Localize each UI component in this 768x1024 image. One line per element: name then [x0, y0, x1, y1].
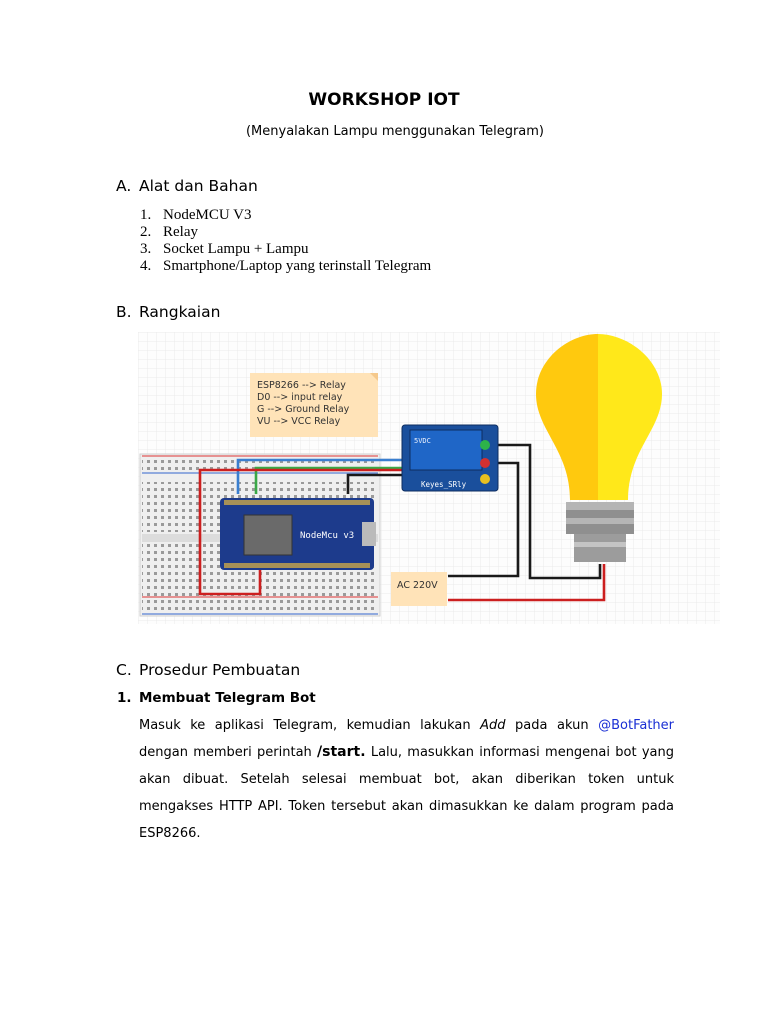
step-description: Masuk ke aplikasi Telegram, kemudian lak… — [139, 718, 674, 841]
black-wire — [346, 473, 406, 494]
note-line: ESP8266 --> Relay — [257, 380, 346, 391]
nodemcu-board: NodeMcu v3 — [220, 498, 376, 570]
section-c-heading: C. Prosedur Pembuatan — [116, 661, 300, 679]
list-item: 2.Relay — [140, 224, 198, 240]
green-wire — [254, 466, 406, 494]
step-title: Membuat Telegram Bot — [139, 690, 316, 706]
list-item: 1.NodeMCU V3 — [140, 207, 252, 223]
ac-source-note: AC 220V — [391, 572, 447, 606]
connection-note: ESP8266 --> Relay D0 --> input relay G -… — [250, 373, 378, 437]
section-letter: C. — [116, 661, 132, 679]
note-line: G --> Ground Relay — [257, 404, 350, 415]
circuit-diagram: NodeMcu v3 5VDC Keyes_SRly ESP8266 --> R… — [138, 332, 720, 624]
section-title: Rangkaian — [139, 303, 221, 321]
light-bulb — [536, 334, 662, 562]
step-heading: 1. Membuat Telegram Bot — [117, 690, 316, 706]
list-item: 4.Smartphone/Laptop yang terinstall Tele… — [140, 258, 432, 274]
relay-module: 5VDC Keyes_SRly — [401, 424, 499, 492]
add-emphasis: Add — [480, 718, 506, 733]
section-title: Prosedur Pembuatan — [139, 661, 301, 679]
relay-lamp-black — [488, 443, 602, 580]
note-line: VU --> VCC Relay — [257, 416, 341, 427]
page-title: WORKSHOP IOT — [308, 90, 460, 110]
nodemcu-label: NodeMcu v3 — [300, 531, 354, 541]
relay-top-text: 5VDC — [414, 437, 431, 445]
relay-ac-black — [448, 461, 520, 578]
red-wire-vcc — [198, 468, 406, 572]
step-number: 1. — [117, 690, 132, 706]
list-item: 3.Socket Lampu + Lampu — [140, 241, 309, 257]
red-wire-board — [198, 568, 262, 596]
ac-label: AC 220V — [397, 580, 438, 591]
section-letter: B. — [116, 303, 132, 321]
page-subtitle: (Menyalakan Lampu menggunakan Telegram) — [245, 124, 545, 139]
ac-lamp-red — [448, 564, 606, 602]
note-line: D0 --> input relay — [257, 392, 343, 403]
section-a-heading: A. Alat dan Bahan — [116, 177, 258, 195]
materials-list: 1.NodeMCU V3 2.Relay 3.Socket Lampu + La… — [140, 207, 431, 275]
start-command: /start. — [317, 744, 366, 760]
botfather-link[interactable]: @BotFather — [598, 718, 674, 733]
section-b-heading: B. Rangkaian — [116, 303, 220, 321]
section-title: Alat dan Bahan — [139, 177, 258, 195]
relay-label: Keyes_SRly — [421, 480, 467, 489]
section-letter: A. — [116, 177, 132, 195]
